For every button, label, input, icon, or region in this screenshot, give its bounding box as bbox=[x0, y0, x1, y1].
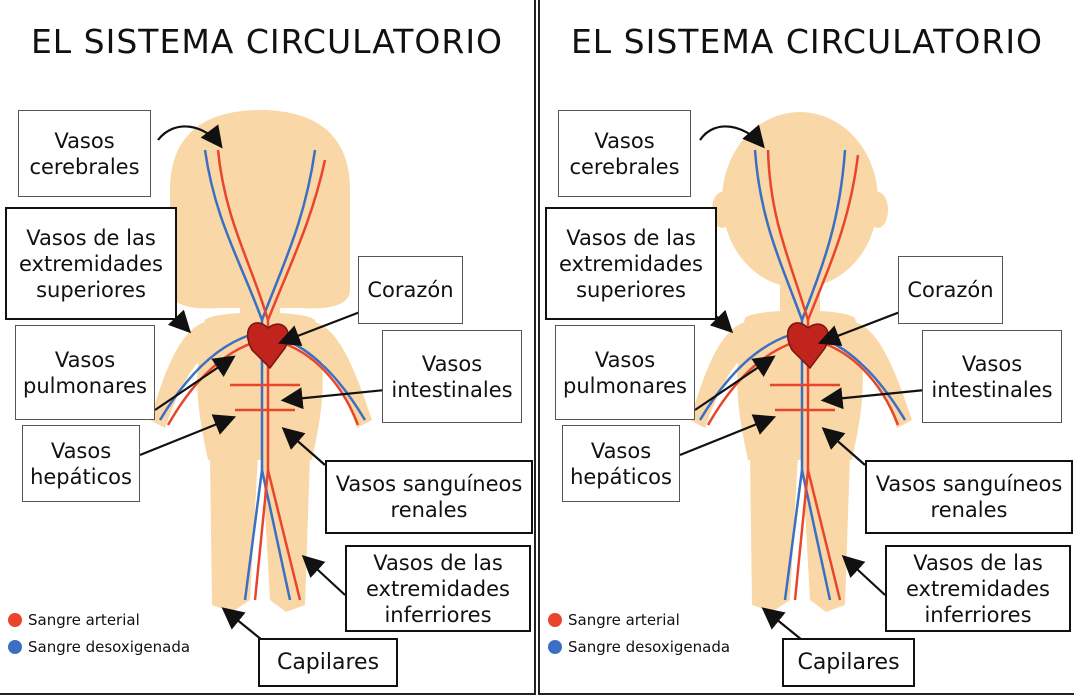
label-vasos-intestinales: Vasos intestinales bbox=[922, 330, 1062, 423]
label-vasos-cerebrales: Vasos cerebrales bbox=[558, 110, 691, 197]
label-capilares: Capilares bbox=[258, 638, 398, 687]
legend-arterial-text: Sangre arterial bbox=[568, 611, 680, 629]
label-vasos-pulmonares: Vasos pulmonares bbox=[15, 325, 155, 420]
circulatory-figure-boy bbox=[679, 112, 926, 641]
label-vasos-sanguineos-renales: Vasos sanguíneos renales bbox=[325, 460, 533, 534]
label-vasos-hepaticos: Vasos hepáticos bbox=[22, 425, 140, 502]
legend-arterial-text: Sangre arterial bbox=[28, 611, 140, 629]
legend-desoxigenada: Sangre desoxigenada bbox=[548, 638, 730, 656]
label-vasos-sanguineos-renales: Vasos sanguíneos renales bbox=[865, 460, 1073, 534]
label-capilares: Capilares bbox=[782, 638, 915, 687]
red-dot-icon bbox=[8, 613, 22, 627]
red-dot-icon bbox=[548, 613, 562, 627]
label-vasos-cerebrales: Vasos cerebrales bbox=[18, 110, 151, 197]
label-corazon: Corazón bbox=[358, 256, 463, 324]
legend-desoxigenada-text: Sangre desoxigenada bbox=[28, 638, 191, 656]
body-silhouette bbox=[150, 110, 372, 612]
circulatory-figure-girl bbox=[139, 110, 386, 641]
legend-desoxigenada-text: Sangre desoxigenada bbox=[568, 638, 731, 656]
legend-arterial: Sangre arterial bbox=[548, 611, 680, 629]
page-title: EL SISTEMA CIRCULATORIO bbox=[570, 22, 1044, 61]
label-vasos-extremidades-inferiores: Vasos de las extremidades inferriores bbox=[885, 545, 1071, 632]
legend-arterial: Sangre arterial bbox=[8, 611, 140, 629]
worksheet-page-boy: EL SISTEMA CIRCULATORIO bbox=[538, 0, 1074, 695]
legend-desoxigenada: Sangre desoxigenada bbox=[8, 638, 190, 656]
blue-dot-icon bbox=[8, 640, 22, 654]
label-vasos-intestinales: Vasos intestinales bbox=[382, 330, 522, 423]
label-vasos-extremidades-superiores: Vasos de las extremidades superiores bbox=[545, 207, 717, 320]
blue-dot-icon bbox=[548, 640, 562, 654]
arteries bbox=[166, 149, 360, 601]
label-vasos-extremidades-inferiores: Vasos de las extremidades inferriores bbox=[345, 545, 531, 632]
arrows bbox=[139, 124, 386, 641]
label-vasos-extremidades-superiores: Vasos de las extremidades superiores bbox=[5, 207, 177, 320]
arteries bbox=[706, 149, 900, 601]
page-title: EL SISTEMA CIRCULATORIO bbox=[30, 22, 504, 61]
label-corazon: Corazón bbox=[898, 256, 1003, 324]
label-vasos-pulmonares: Vasos pulmonares bbox=[555, 325, 695, 420]
arrows bbox=[679, 124, 926, 641]
label-vasos-hepaticos: Vasos hepáticos bbox=[562, 425, 680, 502]
worksheet-page-girl: EL SISTEMA CIRCULATORIO bbox=[0, 0, 536, 695]
